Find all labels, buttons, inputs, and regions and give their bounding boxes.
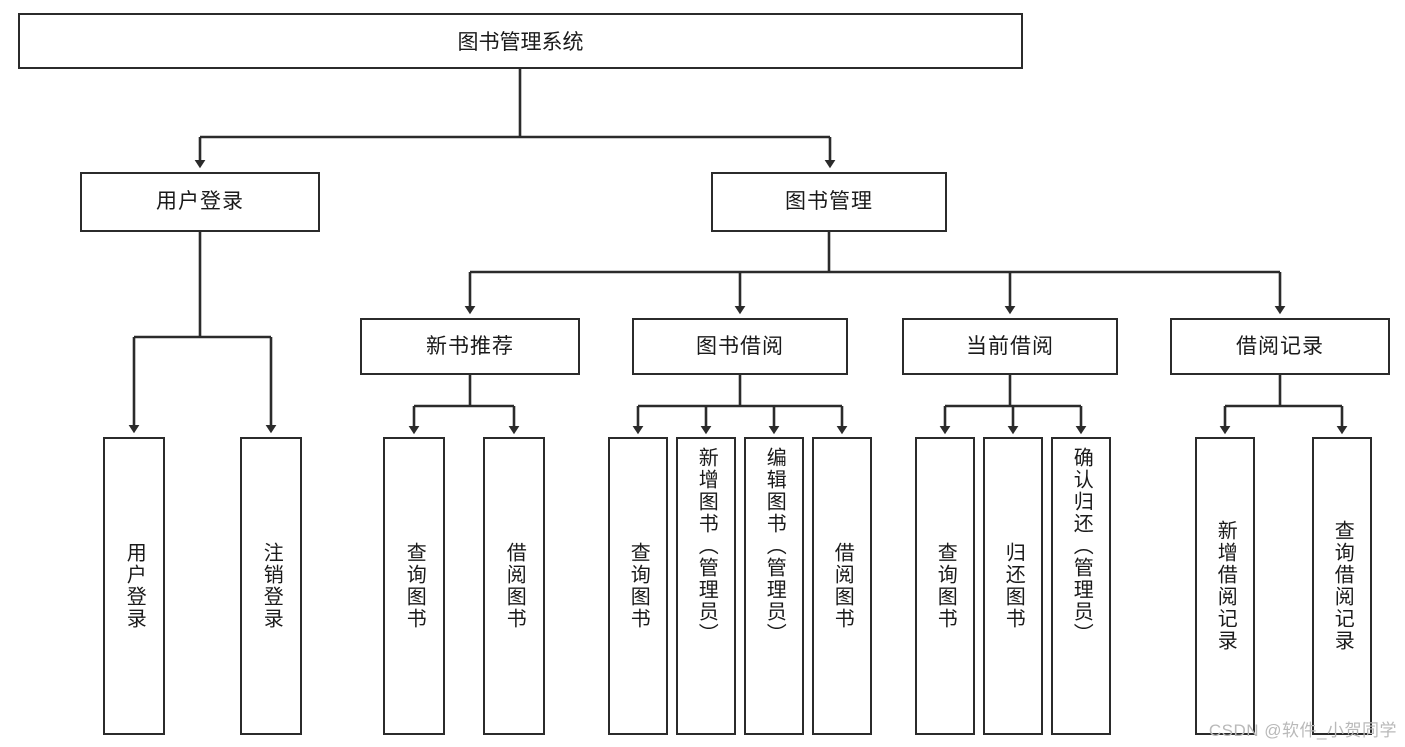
node-book-borrow[interactable]: 图书借阅 [632, 318, 848, 375]
node-borrow-record-label: 借阅记录 [1236, 334, 1324, 358]
leaf-query-borrow-record-label: 查询借阅记录 [1331, 520, 1354, 652]
leaf-query-book-recommend-label: 查询图书 [403, 542, 426, 630]
leaf-query-book-current[interactable]: 查询图书 [915, 437, 975, 735]
leaf-query-book-current-label: 查询图书 [934, 542, 957, 630]
leaf-inner: 借阅图书 [485, 447, 543, 725]
leaf-confirm-return-admin-label: 确认归还（管理员） [1070, 447, 1093, 645]
leaf-inner: 确认归还（管理员） [1053, 447, 1109, 725]
node-user-login-label: 用户登录 [156, 190, 244, 214]
leaf-logout-label: 注销登录 [260, 542, 283, 630]
node-new-book-recommend[interactable]: 新书推荐 [360, 318, 580, 375]
leaf-inner: 查询图书 [385, 447, 443, 725]
leaf-inner: 注销登录 [242, 447, 300, 725]
leaf-borrow-book-recommend-label: 借阅图书 [503, 542, 526, 630]
node-book-management-label: 图书管理 [785, 190, 873, 214]
node-book-borrow-label: 图书借阅 [696, 334, 784, 358]
leaf-inner: 编辑图书（管理员） [746, 447, 802, 725]
leaf-confirm-return-admin[interactable]: 确认归还（管理员） [1051, 437, 1111, 735]
leaf-edit-book-admin[interactable]: 编辑图书（管理员） [744, 437, 804, 735]
node-new-book-recommend-label: 新书推荐 [426, 334, 514, 358]
leaf-borrow-book[interactable]: 借阅图书 [812, 437, 872, 735]
leaf-query-book-recommend[interactable]: 查询图书 [383, 437, 445, 735]
leaf-query-borrow-record[interactable]: 查询借阅记录 [1312, 437, 1372, 735]
node-user-login[interactable]: 用户登录 [80, 172, 320, 232]
leaf-inner: 用户登录 [105, 447, 163, 725]
leaf-inner: 新增借阅记录 [1197, 447, 1253, 725]
leaf-query-book-borrow[interactable]: 查询图书 [608, 437, 668, 735]
leaf-borrow-book-label: 借阅图书 [831, 542, 854, 630]
leaf-return-book[interactable]: 归还图书 [983, 437, 1043, 735]
leaf-inner: 查询借阅记录 [1314, 447, 1370, 725]
leaf-logout[interactable]: 注销登录 [240, 437, 302, 735]
leaf-query-book-borrow-label: 查询图书 [627, 542, 650, 630]
leaf-add-borrow-record[interactable]: 新增借阅记录 [1195, 437, 1255, 735]
leaf-inner: 查询图书 [917, 447, 973, 725]
leaf-edit-book-admin-label: 编辑图书（管理员） [763, 447, 786, 645]
node-root-label: 图书管理系统 [457, 31, 584, 54]
node-borrow-record[interactable]: 借阅记录 [1170, 318, 1390, 375]
node-current-borrow-label: 当前借阅 [966, 334, 1054, 358]
leaf-add-book-admin[interactable]: 新增图书（管理员） [676, 437, 736, 735]
leaf-return-book-label: 归还图书 [1002, 542, 1025, 630]
node-current-borrow[interactable]: 当前借阅 [902, 318, 1118, 375]
leaf-user-login-label: 用户登录 [123, 542, 146, 630]
leaf-inner: 归还图书 [985, 447, 1041, 725]
leaf-inner: 借阅图书 [814, 447, 870, 725]
watermark: CSDN @软件_小贺同学 [1208, 721, 1397, 740]
leaf-borrow-book-recommend[interactable]: 借阅图书 [483, 437, 545, 735]
leaf-user-login[interactable]: 用户登录 [103, 437, 165, 735]
leaf-inner: 查询图书 [610, 447, 666, 725]
node-book-management[interactable]: 图书管理 [711, 172, 947, 232]
leaf-add-book-admin-label: 新增图书（管理员） [695, 447, 718, 645]
leaf-add-borrow-record-label: 新增借阅记录 [1214, 520, 1237, 652]
leaf-inner: 新增图书（管理员） [678, 447, 734, 725]
node-root[interactable]: 图书管理系统 [18, 13, 1023, 69]
